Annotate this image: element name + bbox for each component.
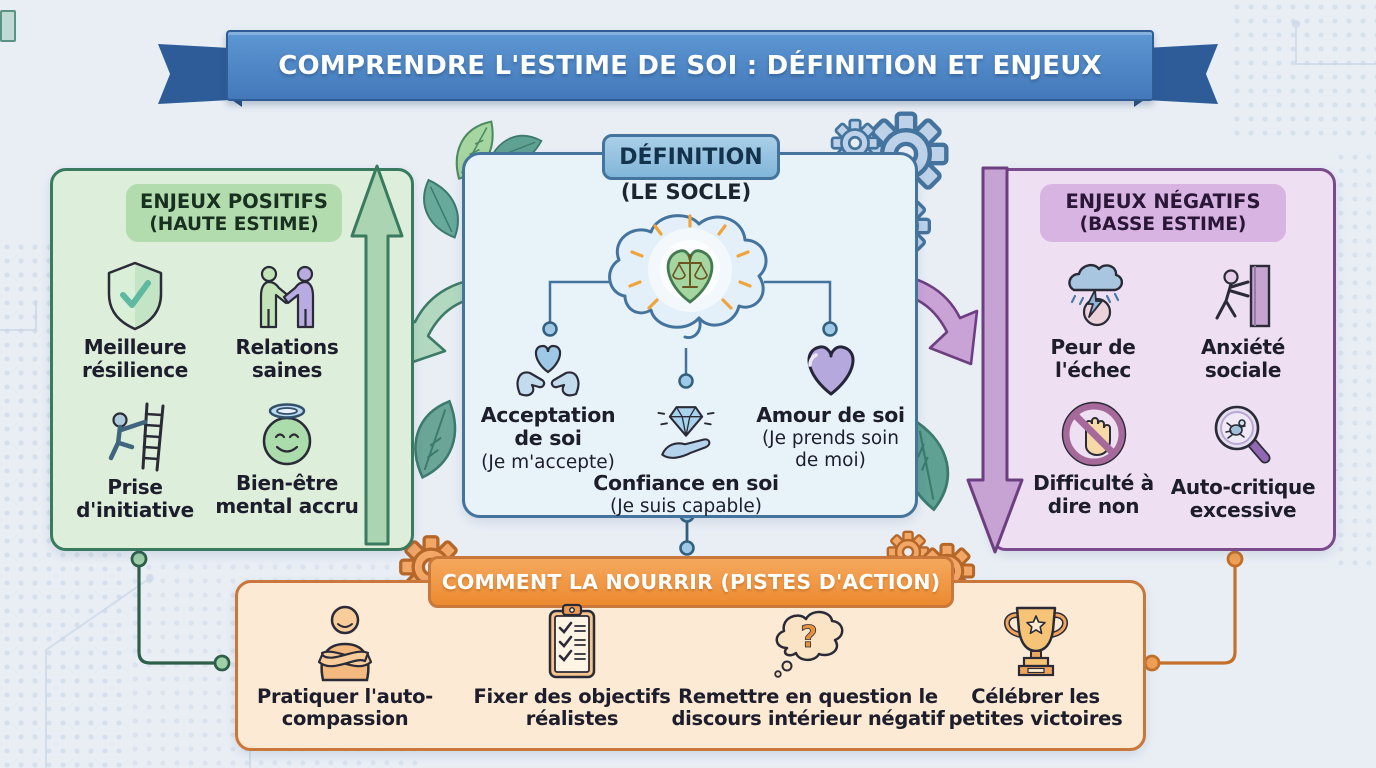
hand-diamond-icon (657, 406, 715, 459)
clipboard-checklist-icon (548, 603, 596, 679)
item-label: Difficulté à dire non (1033, 471, 1154, 518)
negative-item: Anxiété sociale (1163, 260, 1323, 382)
item-sublabel: (Je suis capable) (609, 496, 763, 518)
actions-panel (235, 580, 1146, 751)
definition-item: Amour de soi (Je prends soin de moi) (748, 336, 913, 471)
negative-panel-header: ENJEUX NÉGATIFS (BASSE ESTIME) (1040, 184, 1286, 242)
item-label: Meilleure résilience (81, 335, 189, 382)
leaf-icon (423, 178, 459, 239)
forbidden-hand-icon (1061, 401, 1126, 467)
ribbon-fold-right (1134, 96, 1150, 107)
action-item: Fixer des objectifs réalistes (457, 602, 687, 730)
negative-subtitle: (BASSE ESTIME) (1079, 213, 1247, 235)
item-label: Anxiété sociale (1200, 335, 1286, 382)
corner-chip (0, 10, 16, 42)
brain-heart-balance-icon (608, 214, 768, 340)
door-push-icon (1215, 264, 1271, 328)
item-sublabel: (Je prends soin de moi) (761, 428, 900, 471)
ribbon-fold-left (226, 96, 242, 107)
positive-item: Bien-être mental accru (207, 400, 367, 518)
leaf-icon (414, 399, 457, 480)
positive-title: ENJEUX POSITIFS (140, 190, 328, 214)
item-label: Bien-être mental accru (215, 471, 359, 518)
item-label: Pratiquer l'auto-compassion (257, 685, 433, 731)
positive-item: Relations saines (207, 260, 367, 382)
negative-item: Difficulté à dire non (1031, 400, 1156, 518)
definition-badge-label: DÉFINITION (619, 144, 763, 170)
positive-item: Meilleure résilience (55, 260, 215, 382)
circuit-pattern (1334, 150, 1376, 570)
svg-text:?: ? (800, 620, 817, 655)
negative-item: Peur de l'échec (1013, 260, 1173, 382)
self-hug-icon (317, 605, 373, 682)
item-label: Confiance en soi (593, 471, 779, 495)
actions-panel-header: COMMENT LA NOURRIR (PISTES D'ACTION) (428, 556, 954, 608)
down-arrow-icon (966, 166, 1024, 554)
ladder-climb-icon (108, 402, 165, 472)
definition-item: Confiance en soi (Je suis capable) (571, 392, 801, 518)
definition-header: DÉFINITION (602, 134, 780, 180)
item-label: Prise d'initiative (76, 475, 194, 522)
action-item: ? Remettre en question le discours intér… (653, 604, 963, 730)
shield-check-icon (107, 261, 163, 331)
definition-subtitle: (LE SOCLE) (620, 180, 752, 204)
item-label: Acceptation de soi (480, 403, 616, 451)
positive-panel-header: ENJEUX POSITIFS (HAUTE ESTIME) (126, 184, 342, 242)
up-arrow-icon (350, 164, 404, 546)
purple-heart-icon (807, 345, 854, 396)
hands-holding-heart-icon (516, 344, 580, 397)
item-label: Célébrer les petites victoires (948, 685, 1123, 731)
negative-title: ENJEUX NÉGATIFS (1065, 190, 1261, 214)
connector-right (1143, 550, 1244, 672)
item-sublabel: (Je m'accepte) (481, 451, 615, 473)
storm-head-icon (1068, 263, 1124, 327)
definition-connector-lines (542, 280, 838, 389)
negative-item: Auto-critique excessive (1163, 400, 1323, 522)
item-label: Auto-critique excessive (1170, 475, 1316, 522)
definition-item: Acceptation de soi (Je m'accepte) (473, 336, 623, 473)
item-label: Fixer des objectifs réalistes (473, 685, 671, 731)
title-banner: COMPRENDRE L'ESTIME DE SOI : DÉFINITION … (226, 30, 1154, 101)
actions-title: COMMENT LA NOURRIR (PISTES D'ACTION) (441, 570, 941, 594)
positive-subtitle: (HAUTE ESTIME) (149, 213, 319, 235)
magnifier-bug-icon (1214, 405, 1271, 464)
trophy-icon (1003, 606, 1068, 677)
action-item: Célébrer les petites victoires (938, 602, 1133, 730)
connector-left (130, 550, 231, 672)
action-item: Pratiquer l'auto-compassion (230, 604, 460, 730)
item-label: Amour de soi (756, 403, 905, 427)
item-label: Remettre en question le discours intérie… (671, 685, 945, 731)
circuit-pattern (1230, 0, 1376, 140)
definition-panel (462, 152, 918, 518)
halo-smiley-icon (262, 403, 312, 466)
handshake-icon (259, 265, 315, 329)
item-label: Peur de l'échec (1050, 335, 1136, 382)
item-label: Relations saines (235, 335, 339, 382)
page-title: COMPRENDRE L'ESTIME DE SOI : DÉFINITION … (278, 50, 1102, 81)
thought-question-icon: ? (774, 610, 844, 678)
positive-item: Prise d'initiative (55, 400, 215, 522)
